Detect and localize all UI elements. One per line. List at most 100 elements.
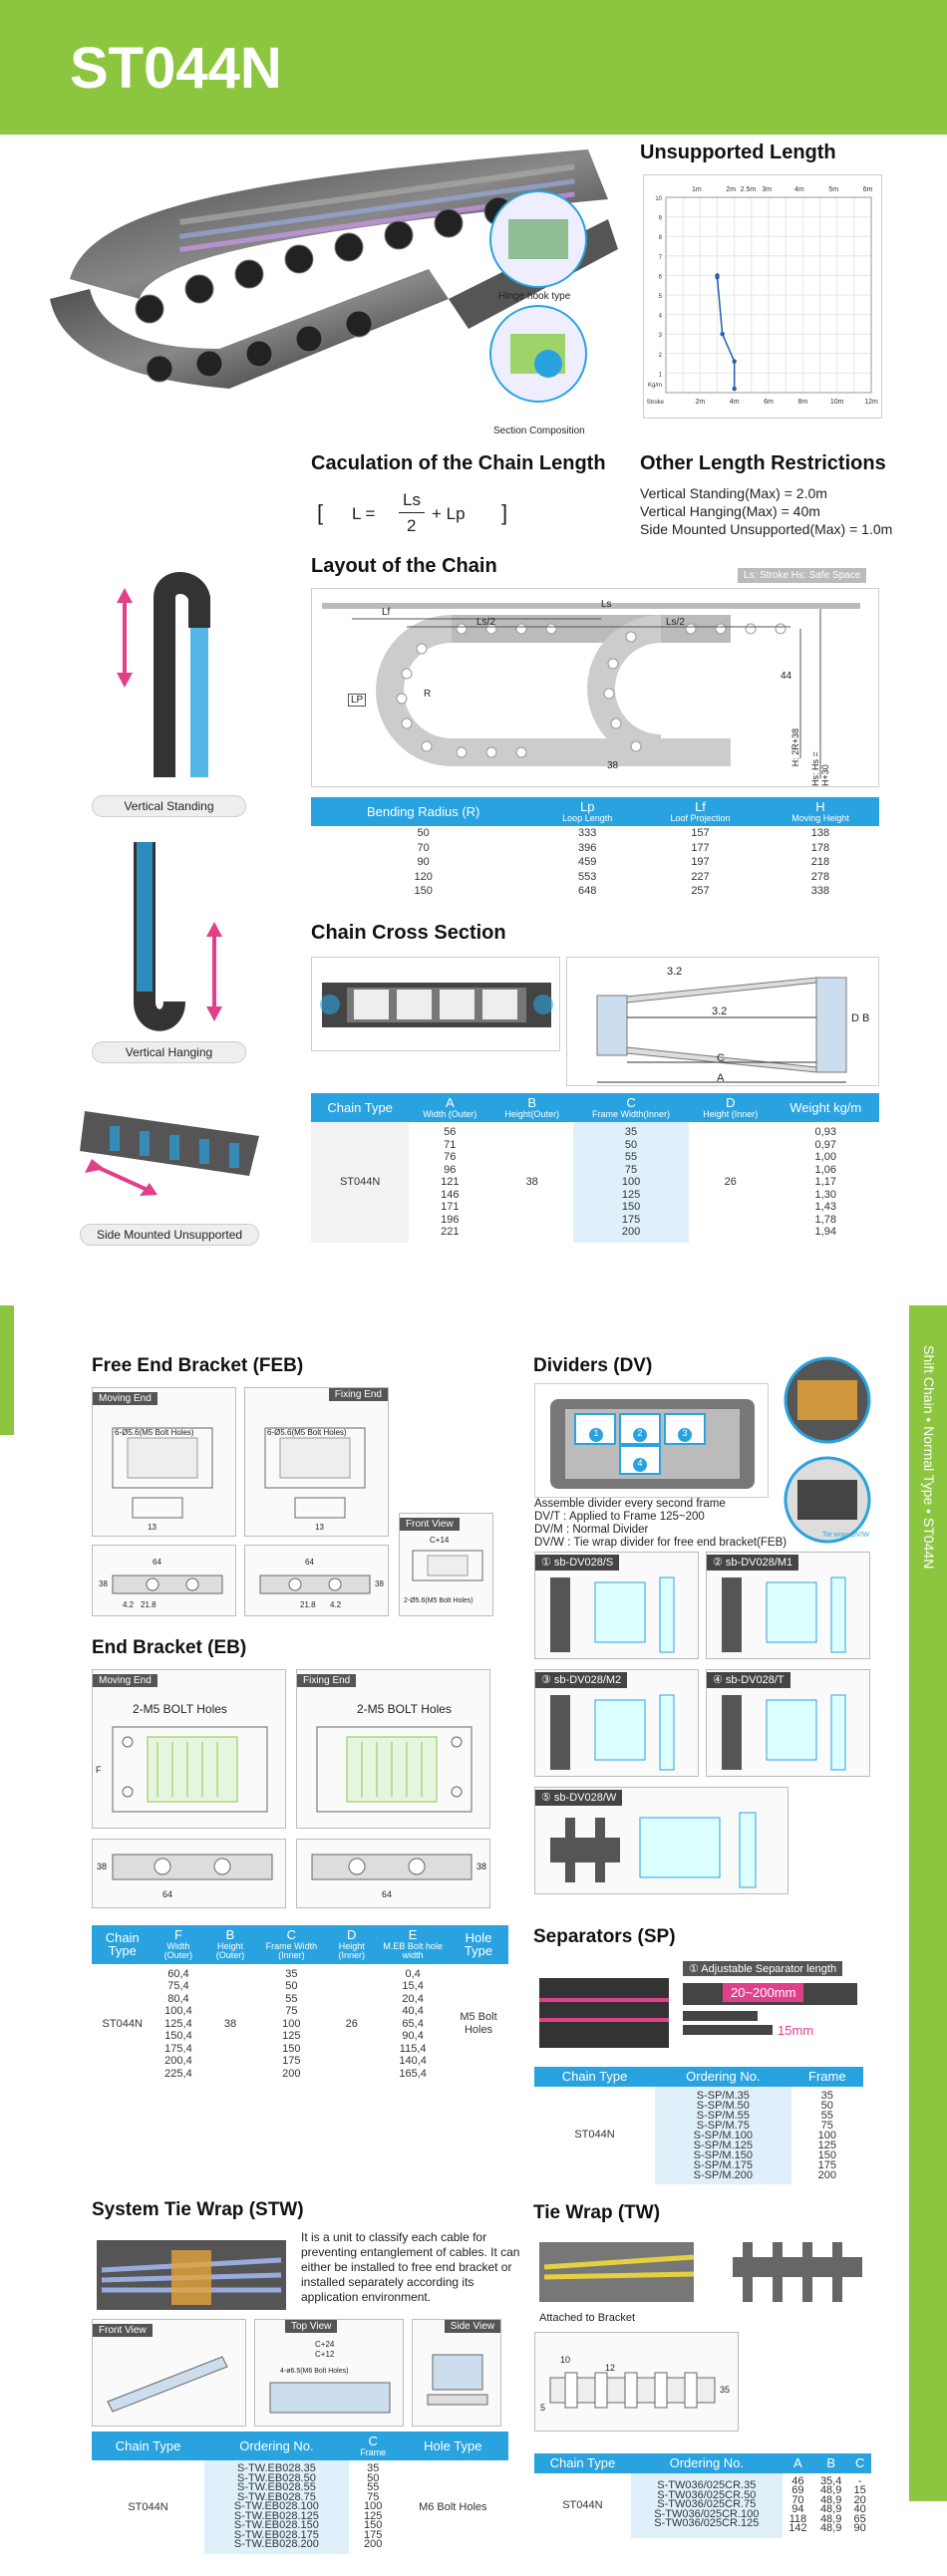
table-cell: 138 bbox=[810, 827, 830, 840]
dv-photo-bottom-svg bbox=[784, 1456, 871, 1544]
dv-item-label: ③ sb-DV028/M2 bbox=[535, 1672, 628, 1688]
cell-value: 96 bbox=[444, 1163, 457, 1176]
dv-note: DV/T : Applied to Frame 125~200 bbox=[534, 1511, 705, 1523]
cross-image-svg bbox=[320, 983, 553, 1027]
table-header: Weight kg/m bbox=[772, 1093, 879, 1123]
cell-value: 225,4 bbox=[164, 2067, 192, 2080]
table-cell: ST044N bbox=[574, 2129, 615, 2142]
feb-d13: 13 bbox=[148, 1523, 157, 1532]
table-cell: 333 bbox=[578, 827, 597, 840]
layout-title: Layout of the Chain bbox=[311, 555, 497, 577]
cell-value: 175 bbox=[621, 1213, 641, 1226]
eb-title: End Bracket (EB) bbox=[92, 1637, 247, 1658]
feb-holes3: 2-Ø5.6(M5 Bolt Holes) bbox=[404, 1597, 474, 1604]
header-title: Hole Type bbox=[424, 2437, 482, 2453]
cell-value: 150 bbox=[364, 2519, 383, 2532]
cell-value: 125 bbox=[621, 1188, 641, 1201]
table-cell: 26 bbox=[345, 2017, 358, 2030]
cell-value: 140,4 bbox=[399, 2055, 427, 2068]
cell-value: 20 bbox=[853, 2493, 866, 2506]
data-point bbox=[732, 359, 737, 364]
table-cell: 150 bbox=[414, 885, 433, 898]
cell-value: 200 bbox=[817, 2168, 836, 2181]
cell-value: 100,4 bbox=[164, 2005, 192, 2018]
dv-item-label: ⑤ sb-DV028/W bbox=[535, 1790, 623, 1806]
cell-value: S-SP/M.125 bbox=[693, 2139, 753, 2151]
cell-value: 55 bbox=[624, 1151, 638, 1164]
stw-side-svg bbox=[427, 2354, 488, 2406]
dv-photo-top-svg bbox=[784, 1356, 871, 1444]
cell-value: S-TW036/025CR.35 bbox=[657, 2479, 757, 2492]
cell-value: 75 bbox=[285, 2005, 298, 2018]
dim-ls2a: Ls/2 bbox=[476, 617, 495, 628]
cell-value: 1,30 bbox=[814, 1188, 836, 1201]
cell-value: 48,9 bbox=[819, 2484, 842, 2497]
dv-item-w-svg bbox=[550, 1812, 757, 1888]
eb-bolt1: 2-M5 BOLT Holes bbox=[133, 1702, 227, 1716]
header-title: Lp bbox=[579, 799, 595, 814]
table-cell: M6 Bolt Holes bbox=[419, 2500, 487, 2513]
cross-b: B bbox=[862, 1012, 870, 1024]
cell-value: 55 bbox=[820, 2109, 833, 2122]
cross-d: D bbox=[851, 1012, 859, 1024]
table-header: C bbox=[848, 2453, 871, 2473]
cell-value: S-TW036/025CR.75 bbox=[657, 2498, 757, 2511]
header-title: Bending Radius (R) bbox=[366, 803, 480, 819]
bottom-tick: 10m bbox=[830, 399, 844, 406]
feb-d42a: 4.2 bbox=[123, 1600, 135, 1609]
y-tick: 7 bbox=[659, 255, 663, 261]
cell-value: S-SP/M.75 bbox=[696, 2119, 750, 2132]
header-title: A bbox=[445, 1095, 455, 1110]
cell-value: - bbox=[857, 2474, 862, 2487]
other-lines: Vertical Standing(Max) = 2.0m Vertical H… bbox=[640, 484, 892, 538]
feb-fixing-tag: Fixing End bbox=[328, 1388, 388, 1401]
feb-front-tag: Front View bbox=[400, 1518, 460, 1531]
chain-illustration bbox=[50, 149, 618, 403]
cell-value: 121 bbox=[441, 1176, 460, 1189]
layout-diagram: Lf Ls Ls/2 Ls/2 LP R 44 38 H: 2R+38 Hs: … bbox=[311, 588, 879, 787]
sp-15: 15mm bbox=[778, 2023, 814, 2038]
sp-image bbox=[534, 1958, 674, 2058]
feb-d21a: 21.8 bbox=[141, 1600, 157, 1609]
feb-fixing-svg bbox=[264, 1427, 366, 1519]
header-sub: Frame bbox=[360, 2446, 387, 2457]
dv-item-t-svg bbox=[722, 1694, 846, 1771]
cell-value: 150,4 bbox=[164, 2030, 192, 2043]
cell-value: 48,9 bbox=[819, 2512, 842, 2525]
vertical-standing-image bbox=[105, 568, 234, 787]
header-sub: Height (Inner) bbox=[338, 1940, 365, 1961]
cell-value: 55 bbox=[285, 1992, 298, 2005]
cell-value: 75 bbox=[367, 2490, 380, 2503]
cell-value: 150 bbox=[621, 1201, 641, 1214]
cell-value: 65,4 bbox=[402, 2017, 424, 2030]
dv-item-label: ① sb-DV028/S bbox=[535, 1555, 620, 1571]
cell-value: 40 bbox=[853, 2503, 866, 2516]
page-title: ST044N bbox=[70, 36, 282, 101]
dv-photo-top bbox=[773, 1350, 892, 1445]
table-cell: 227 bbox=[691, 870, 710, 883]
cross-c: C bbox=[717, 1052, 725, 1064]
left-accent-strip bbox=[0, 1305, 14, 1435]
cell-value: 0,97 bbox=[814, 1138, 836, 1151]
feb-side-2: 64 38 21.8 4.2 bbox=[244, 1545, 389, 1616]
cross-a: A bbox=[717, 1072, 725, 1084]
cell-value: 50 bbox=[820, 2099, 833, 2112]
other-line: Vertical Standing(Max) = 2.0m bbox=[640, 485, 827, 501]
cell-value: 146 bbox=[441, 1188, 460, 1201]
top-tick: 6m bbox=[863, 186, 873, 193]
table-header: Chain Type bbox=[92, 2432, 205, 2461]
dv-image: 1 2 3 4 bbox=[534, 1383, 769, 1498]
table-cell: 38 bbox=[223, 2017, 237, 2030]
table-cell: 278 bbox=[810, 870, 830, 883]
tw-d12: 12 bbox=[605, 2363, 616, 2373]
side-tab-text: Shift Chain • Normal Type • ST044N bbox=[921, 1345, 937, 1570]
cell-value: 125,4 bbox=[164, 2017, 192, 2030]
